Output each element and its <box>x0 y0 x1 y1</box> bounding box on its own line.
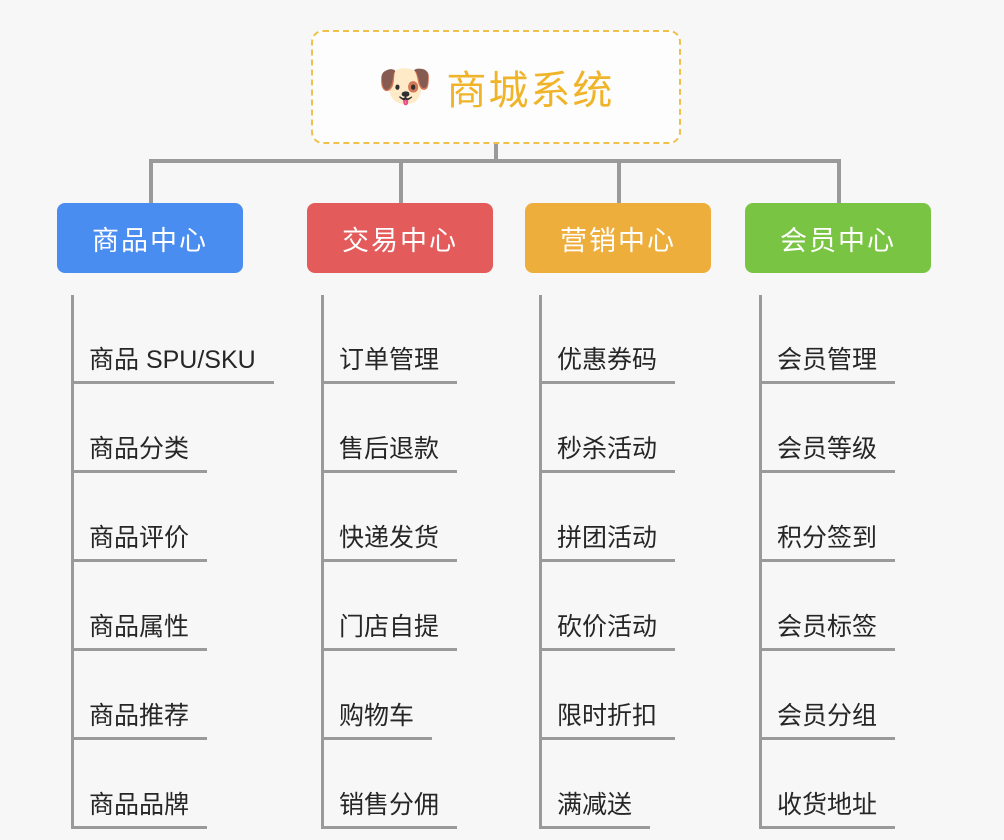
leaf-label: 优惠券码 <box>539 346 676 384</box>
shiba-dog-emoji-icon: 🐶 <box>377 62 433 111</box>
leaf-list-product-center: 商品 SPU/SKU 商品分类 商品评价 商品属性 商品推荐 商品品牌 <box>57 295 274 829</box>
leaf-label: 会员等级 <box>759 435 896 473</box>
leaf-label: 商品 SPU/SKU <box>71 346 274 384</box>
list-item[interactable]: 满减送 <box>525 740 711 829</box>
leaf-label: 积分签到 <box>759 524 896 562</box>
leaf-label: 商品属性 <box>71 613 208 651</box>
list-item[interactable]: 会员等级 <box>745 384 931 473</box>
list-item[interactable]: 砍价活动 <box>525 562 711 651</box>
leaf-label: 收货地址 <box>759 791 896 829</box>
leaf-trunk-line <box>71 295 74 829</box>
leaf-label: 商品推荐 <box>71 702 208 740</box>
root-node[interactable]: 🐶 商城系统 <box>311 30 681 144</box>
list-item[interactable]: 会员管理 <box>745 295 931 384</box>
list-item[interactable]: 售后退款 <box>307 384 493 473</box>
list-item[interactable]: 订单管理 <box>307 295 493 384</box>
branch-label: 商品中心 <box>92 225 208 256</box>
branch-header-product-center[interactable]: 商品中心 <box>57 203 243 273</box>
leaf-label: 商品分类 <box>71 435 208 473</box>
leaf-list-member-center: 会员管理 会员等级 积分签到 会员标签 会员分组 收货地址 <box>745 295 931 829</box>
leaf-label: 限时折扣 <box>539 702 676 740</box>
leaf-list-marketing-center: 优惠券码 秒杀活动 拼团活动 砍价活动 限时折扣 满减送 <box>525 295 711 829</box>
root-title: 商城系统 <box>446 69 615 113</box>
leaf-label: 拼团活动 <box>539 524 676 562</box>
branch-label: 交易中心 <box>342 225 458 256</box>
list-item[interactable]: 销售分佣 <box>307 740 493 829</box>
list-item[interactable]: 快递发货 <box>307 473 493 562</box>
list-item[interactable]: 限时折扣 <box>525 651 711 740</box>
leaf-label: 快递发货 <box>321 524 458 562</box>
list-item[interactable]: 商品属性 <box>57 562 274 651</box>
leaf-trunk-line <box>539 295 542 829</box>
leaf-label: 销售分佣 <box>321 791 458 829</box>
list-item[interactable]: 积分签到 <box>745 473 931 562</box>
list-item[interactable]: 拼团活动 <box>525 473 711 562</box>
list-item[interactable]: 会员标签 <box>745 562 931 651</box>
leaf-trunk-line <box>321 295 324 829</box>
list-item[interactable]: 收货地址 <box>745 740 931 829</box>
branch-column-marketing-center: 营销中心 优惠券码 秒杀活动 拼团活动 砍价活动 限时折扣 满减送 <box>525 203 711 829</box>
branch-header-trade-center[interactable]: 交易中心 <box>307 203 493 273</box>
leaf-label: 满减送 <box>539 791 651 829</box>
list-item[interactable]: 会员分组 <box>745 651 931 740</box>
list-item[interactable]: 商品评价 <box>57 473 274 562</box>
leaf-list-trade-center: 订单管理 售后退款 快递发货 门店自提 购物车 销售分佣 <box>307 295 493 829</box>
list-item[interactable]: 商品推荐 <box>57 651 274 740</box>
leaf-label: 门店自提 <box>321 613 458 651</box>
leaf-trunk-line <box>759 295 762 829</box>
list-item[interactable]: 商品分类 <box>57 384 274 473</box>
leaf-label: 会员管理 <box>759 346 896 384</box>
list-item[interactable]: 商品 SPU/SKU <box>57 295 274 384</box>
branch-header-member-center[interactable]: 会员中心 <box>745 203 931 273</box>
leaf-label: 购物车 <box>321 702 433 740</box>
leaf-label: 商品品牌 <box>71 791 208 829</box>
leaf-label: 砍价活动 <box>539 613 676 651</box>
leaf-label: 商品评价 <box>71 524 208 562</box>
leaf-label: 售后退款 <box>321 435 458 473</box>
connector-horizontal-bus <box>149 159 839 163</box>
leaf-label: 秒杀活动 <box>539 435 676 473</box>
connector-drop-branch-2 <box>399 159 403 205</box>
branch-column-member-center: 会员中心 会员管理 会员等级 积分签到 会员标签 会员分组 收货地址 <box>745 203 931 829</box>
connector-drop-branch-4 <box>837 159 841 205</box>
branch-label: 会员中心 <box>780 225 896 256</box>
list-item[interactable]: 商品品牌 <box>57 740 274 829</box>
list-item[interactable]: 购物车 <box>307 651 493 740</box>
connector-root-stem <box>494 144 498 162</box>
connector-drop-branch-1 <box>149 159 153 205</box>
branch-label: 营销中心 <box>560 225 676 256</box>
leaf-label: 会员分组 <box>759 702 896 740</box>
list-item[interactable]: 门店自提 <box>307 562 493 651</box>
branch-header-marketing-center[interactable]: 营销中心 <box>525 203 711 273</box>
branch-column-product-center: 商品中心 商品 SPU/SKU 商品分类 商品评价 商品属性 商品推荐 商品品牌 <box>57 203 274 829</box>
list-item[interactable]: 优惠券码 <box>525 295 711 384</box>
leaf-label: 会员标签 <box>759 613 896 651</box>
branch-column-trade-center: 交易中心 订单管理 售后退款 快递发货 门店自提 购物车 销售分佣 <box>307 203 493 829</box>
list-item[interactable]: 秒杀活动 <box>525 384 711 473</box>
leaf-label: 订单管理 <box>321 346 458 384</box>
connector-drop-branch-3 <box>617 159 621 205</box>
